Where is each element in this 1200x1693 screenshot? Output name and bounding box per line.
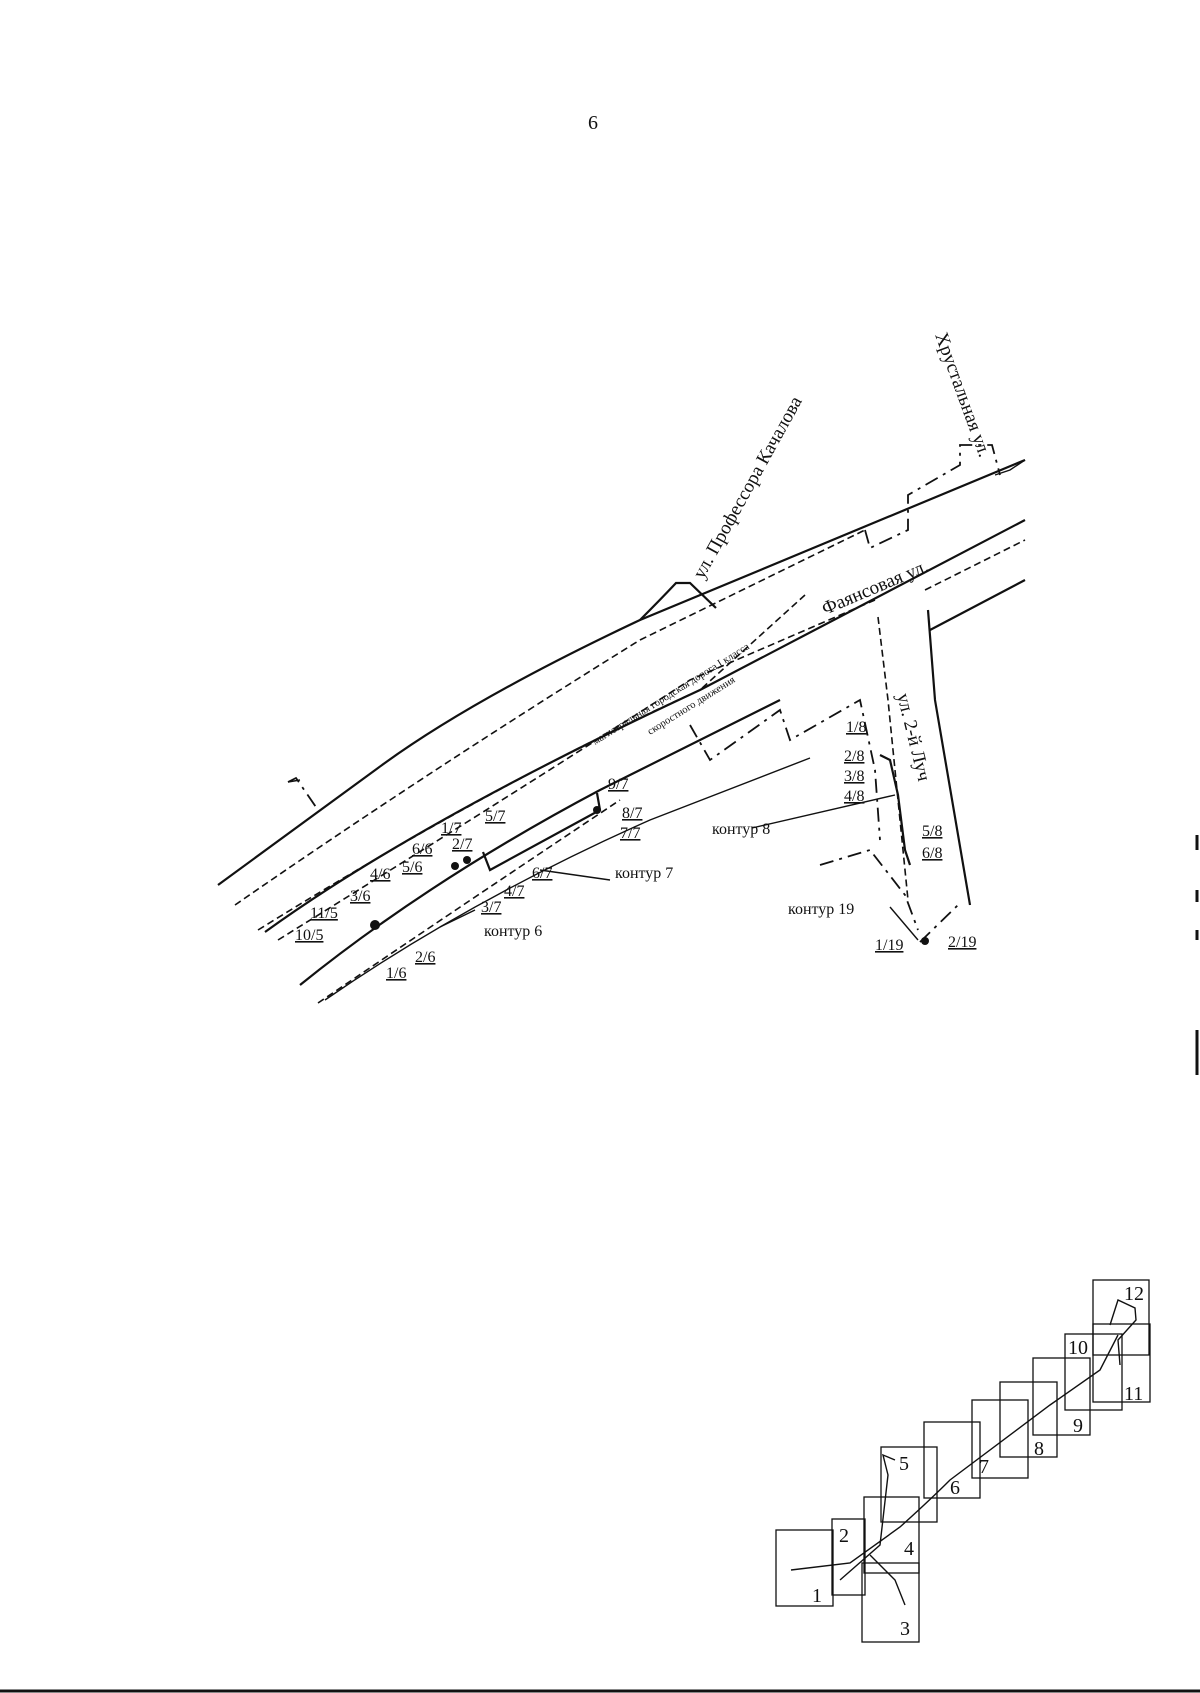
page-number: 6 bbox=[588, 112, 598, 134]
road-edge-kachalova bbox=[639, 581, 717, 621]
boundary-contour8 bbox=[819, 848, 919, 931]
point-label: 11/5 bbox=[310, 905, 338, 922]
sheet-number-10: 10 bbox=[1068, 1337, 1088, 1359]
point-label: 1/7 bbox=[441, 820, 461, 837]
boundary-south bbox=[689, 698, 881, 841]
index-road-trace-4 bbox=[1109, 1299, 1137, 1366]
contour-19-point bbox=[921, 937, 929, 945]
point-label: 4/8 bbox=[844, 788, 864, 805]
point-label: 3/8 bbox=[844, 768, 864, 785]
point-label: 1/6 bbox=[386, 965, 406, 982]
point-label: 3/6 bbox=[350, 888, 370, 905]
road-class-label-1: магистральная городская дорога I класса bbox=[591, 641, 752, 747]
sheet-number-2: 2 bbox=[839, 1525, 849, 1547]
contour-6-label: контур 6 bbox=[484, 923, 542, 940]
sheet-number-7: 7 bbox=[979, 1456, 989, 1478]
point-label: 2/19 bbox=[948, 934, 976, 951]
point-label: 3/7 bbox=[481, 899, 501, 916]
sheet-number-3: 3 bbox=[900, 1618, 910, 1640]
point-label: 2/6 bbox=[415, 949, 435, 966]
road-edge-east bbox=[929, 579, 1026, 631]
fence-line-3 bbox=[277, 599, 876, 941]
sheet-frame-9 bbox=[1032, 1357, 1091, 1436]
point-label: 4/6 bbox=[370, 866, 390, 883]
point-label: 10/5 bbox=[295, 927, 323, 944]
point-label: 5/8 bbox=[922, 823, 942, 840]
contour-8-shape bbox=[879, 754, 912, 866]
sheet-number-11: 11 bbox=[1124, 1383, 1143, 1405]
index-road-trace-3 bbox=[869, 1554, 906, 1606]
road-edge-south bbox=[324, 757, 811, 1001]
contour-8-label: контур 8 bbox=[712, 821, 770, 838]
contour-6-shape bbox=[370, 856, 471, 930]
sheet-frame-2 bbox=[831, 1518, 866, 1596]
sheet-frame-12 bbox=[1092, 1279, 1150, 1356]
sheet-number-5: 5 bbox=[899, 1453, 909, 1475]
point-label: 1/8 bbox=[846, 719, 866, 736]
point-label: 9/7 bbox=[608, 776, 628, 793]
point-label: 6/7 bbox=[532, 865, 552, 882]
point-label: 4/7 bbox=[504, 883, 524, 900]
sheet-frame-3 bbox=[861, 1562, 920, 1643]
sheet-number-4: 4 bbox=[904, 1538, 914, 1560]
point-label: 6/6 bbox=[412, 841, 432, 858]
contour-19-label: контур 19 bbox=[788, 901, 854, 918]
road-edge-main-south bbox=[299, 699, 781, 986]
street-fayansovaya: Фаянсовая ул. bbox=[819, 556, 932, 620]
sheet-frame-1 bbox=[775, 1529, 834, 1607]
sheet-frame-11 bbox=[1092, 1323, 1151, 1403]
boundary-connector bbox=[287, 779, 301, 783]
sheet-frame-6 bbox=[923, 1421, 981, 1499]
point-label: 2/8 bbox=[844, 748, 864, 765]
point-label: 6/8 bbox=[922, 845, 942, 862]
street-kachalova: ул. Профессора Качалова bbox=[689, 392, 807, 582]
boundary-stub bbox=[287, 776, 319, 811]
sheet-frame-5 bbox=[880, 1446, 938, 1523]
fence-east-branch bbox=[924, 539, 1026, 591]
boundary-north bbox=[864, 444, 1001, 550]
contour-7-label: контур 7 bbox=[615, 865, 673, 882]
index-road-trace-2 bbox=[839, 1453, 896, 1581]
sheet-number-1: 1 bbox=[812, 1585, 822, 1607]
contour-7-shape bbox=[481, 792, 602, 872]
boundary-19 bbox=[919, 904, 959, 943]
sheet-number-9: 9 bbox=[1073, 1415, 1083, 1437]
point-label: 5/7 bbox=[485, 808, 505, 825]
road-edge-north bbox=[217, 458, 1026, 886]
point-label: 5/6 bbox=[402, 859, 422, 876]
leader-lines bbox=[439, 794, 919, 941]
street-khrustalnaya: Хрустальная ул. bbox=[930, 330, 995, 460]
fence-line-1 bbox=[234, 529, 866, 906]
street-luch: ул. 2-й Луч bbox=[892, 691, 934, 784]
index-road-trace bbox=[790, 1334, 1119, 1571]
fence-line-2 bbox=[257, 594, 806, 931]
sheet-number-8: 8 bbox=[1034, 1438, 1044, 1460]
sheet-index-map: 1 2 3 4 5 6 7 8 9 10 11 12 bbox=[775, 1279, 1151, 1643]
point-label: 2/7 bbox=[452, 836, 472, 853]
fence-line-4 bbox=[317, 799, 621, 1004]
sheet-number-6: 6 bbox=[950, 1477, 960, 1499]
boundary-khrustalnaya bbox=[994, 459, 1026, 476]
point-label: 7/7 bbox=[620, 825, 640, 842]
sheet-frame-8 bbox=[999, 1381, 1058, 1458]
point-label: 1/19 bbox=[875, 937, 903, 954]
sheet-frame-4 bbox=[863, 1496, 920, 1574]
fence-luch-west bbox=[877, 616, 909, 901]
fence-luch-east bbox=[926, 609, 972, 906]
sheet-number-12: 12 bbox=[1124, 1283, 1144, 1305]
point-label: 8/7 bbox=[622, 805, 642, 822]
